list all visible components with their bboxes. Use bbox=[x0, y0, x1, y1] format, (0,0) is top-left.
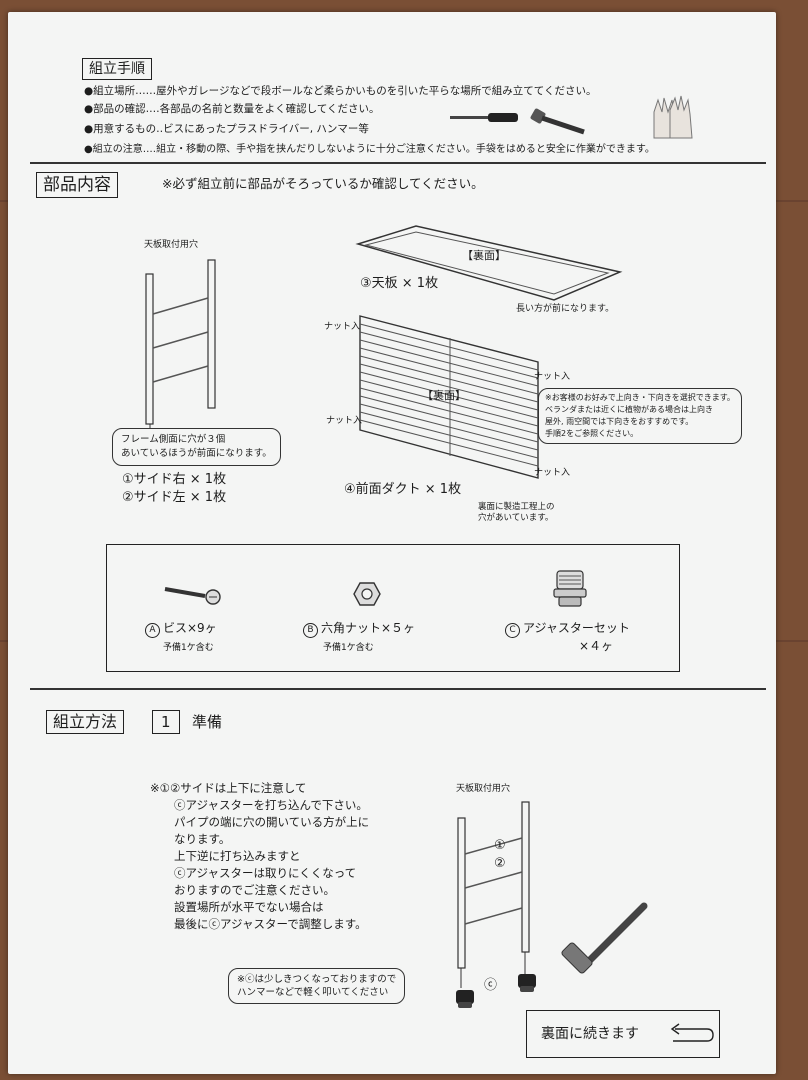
return-arrow-icon bbox=[670, 1023, 714, 1042]
nut-label-mid-left: ナット入 bbox=[326, 416, 363, 426]
step1-hole-label: 天板取付用穴 bbox=[456, 784, 511, 794]
section-divider-2 bbox=[30, 688, 766, 690]
orientation-line-1: ※お客様のお好みで上向き・下向きを選択できます。 bbox=[545, 393, 735, 402]
assembly-method-title: 組立方法 bbox=[46, 710, 125, 734]
screw-icon bbox=[164, 587, 221, 605]
side-left-label: ②サイド左 × 1枚 bbox=[122, 490, 227, 505]
section-divider bbox=[30, 162, 766, 164]
hammer-note-line2: ハンマーなどで軽く叩いてください bbox=[237, 987, 389, 998]
hammer-note-callout: ※ⓒは少しきつくなっておりますので ハンマーなどで軽く叩いてください bbox=[228, 968, 406, 1004]
frame-mark-2: ② bbox=[494, 856, 506, 871]
top-panel-drawing bbox=[355, 225, 623, 301]
step-number: 1 bbox=[152, 710, 180, 734]
front-duct-back-label: 【裏面】 bbox=[422, 389, 466, 402]
top-panel-back-label: 【裏面】 bbox=[462, 249, 506, 262]
mark-c: C bbox=[505, 623, 520, 638]
bullet-parts-check: ●部品の確認‥‥各部品の名前と数量をよく確認してください。 bbox=[84, 103, 380, 115]
bullet-caution: ●組立の注意‥‥組立・移動の際、手や指を挟んだりしないように十分ご注意ください。… bbox=[84, 144, 655, 155]
orientation-line-4: 手順2をご参照ください。 bbox=[545, 429, 639, 438]
side-frame-drawing bbox=[145, 259, 216, 434]
hardware-b-sub: 予備1ケ含む bbox=[323, 643, 374, 653]
frame-front-callout: フレーム側面に穴が３個 あいているほうが前面になります。 bbox=[112, 428, 281, 466]
bullet-tools: ●用意するもの‥ビスにあったプラスドライバー, ハンマー等 bbox=[84, 123, 369, 135]
screwdriver-icon bbox=[450, 113, 518, 122]
adjuster-icon bbox=[553, 570, 587, 607]
hardware-a-sub: 予備1ケ含む bbox=[163, 643, 214, 653]
step1-frame-drawing bbox=[457, 801, 530, 988]
instruction-line: なります。 bbox=[174, 832, 231, 846]
front-duct-label: ④前面ダクト × 1枚 bbox=[344, 482, 462, 497]
frame-callout-line1: フレーム側面に穴が３個 bbox=[121, 434, 226, 445]
long-side-front-note: 長い方が前になります。 bbox=[516, 304, 615, 314]
orientation-callout: ※お客様のお好みで上向き・下向きを選択できます。 ベランダまたは近くに植物がある… bbox=[538, 388, 742, 444]
parts-check-note: ※必ず組立前に部品がそろっているか確認してください。 bbox=[162, 176, 484, 191]
nut-label-top-left: ナット入 bbox=[324, 322, 361, 332]
hammer-icon bbox=[530, 108, 585, 135]
adjuster-mark: ⓒ bbox=[484, 978, 498, 993]
instruction-line: ※①②サイドは上下に注意して bbox=[150, 781, 307, 795]
mark-b: B bbox=[303, 623, 318, 638]
hardware-c-sub: ×４ヶ bbox=[579, 639, 614, 653]
orientation-line-2: ベランダまたは近くに植物がある場合は上向き bbox=[545, 405, 713, 414]
mfg-hole-note-line2: 穴があいています。 bbox=[478, 513, 554, 523]
hardware-a-name: ビス×9ヶ bbox=[163, 621, 217, 635]
instruction-line: ⓒアジャスターは取りにくくなって bbox=[174, 866, 357, 880]
hardware-c-name: アジャスターセット bbox=[523, 621, 630, 635]
hex-nut-icon bbox=[353, 582, 381, 606]
parts-contents-title: 部品内容 bbox=[36, 172, 118, 198]
continue-label: 裏面に続きます bbox=[541, 1026, 639, 1042]
adjuster-foot-left-icon bbox=[456, 990, 474, 1008]
assembly-procedure-title: 組立手順 bbox=[82, 58, 152, 80]
frame-mark-1: ① bbox=[494, 838, 506, 853]
instruction-sheet: 組立手順 ●組立場所‥‥‥屋外やガレージなどで段ボールなど柔らかいものを引いた平… bbox=[8, 12, 776, 1074]
instruction-line: おりますのでご注意ください。 bbox=[174, 883, 335, 897]
instruction-line: 最後にⓒアジャスターで調整します。 bbox=[174, 917, 367, 931]
gloves-icon bbox=[653, 95, 693, 139]
step1-hammer-icon bbox=[561, 902, 648, 974]
step1-instructions: ※①②サイドは上下に注意して ⓒアジャスターを打ち込んで下さい。 パイプの端に穴… bbox=[150, 780, 369, 933]
step-title: 準備 bbox=[192, 713, 223, 731]
continue-on-back-box: 裏面に続きます bbox=[526, 1010, 720, 1058]
bullet-location: ●組立場所‥‥‥屋外やガレージなどで段ボールなど柔らかいものを引いた平らな場所で… bbox=[84, 85, 597, 97]
frame-callout-line2: あいているほうが前面になります。 bbox=[121, 448, 272, 459]
mfg-hole-note-line1: 裏面に製造工程上の bbox=[478, 502, 555, 512]
hardware-b-name: 六角ナット×５ヶ bbox=[321, 621, 416, 635]
top-mount-hole-label: 天板取付用穴 bbox=[144, 240, 199, 250]
orientation-line-3: 屋外, 雨空間では下向きをおすすめです。 bbox=[545, 417, 694, 426]
adjuster-foot-right-icon bbox=[518, 974, 536, 992]
hammer-note-line1: ※ⓒは少しきつくなっておりますので bbox=[237, 974, 397, 985]
front-duct-drawing bbox=[359, 315, 539, 479]
nut-label-bottom-right: ナット入 bbox=[534, 468, 571, 478]
side-right-label: ①サイド右 × 1枚 bbox=[122, 472, 227, 487]
instruction-line: 設置場所が水平でない場合は bbox=[174, 900, 324, 914]
instruction-line: パイプの端に穴の開いている方が上に bbox=[174, 815, 370, 829]
mark-a: A bbox=[145, 623, 160, 638]
top-panel-label: ③天板 × 1枚 bbox=[360, 276, 439, 291]
instruction-line: ⓒアジャスターを打ち込んで下さい。 bbox=[174, 798, 368, 812]
instruction-line: 上下逆に打ち込みますと bbox=[174, 849, 301, 863]
nut-label-top-right: ナット入 bbox=[534, 372, 571, 382]
